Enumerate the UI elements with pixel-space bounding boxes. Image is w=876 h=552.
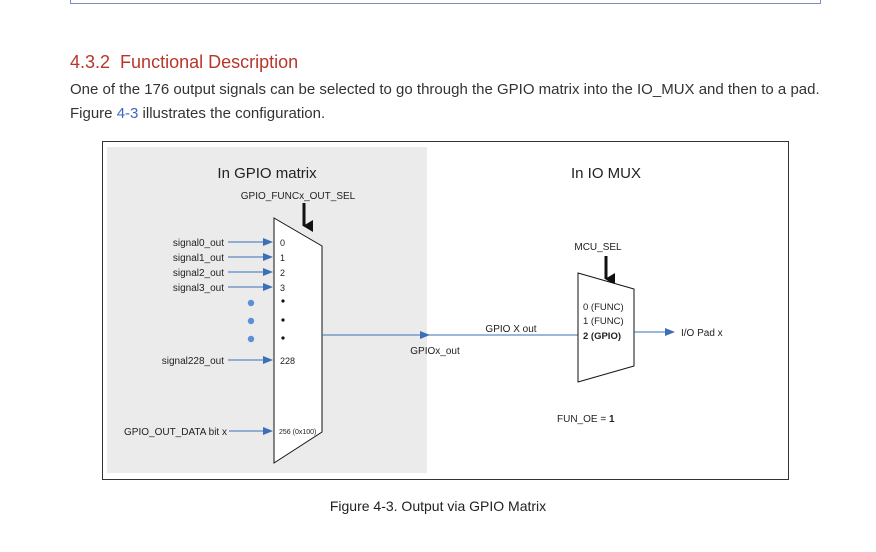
paragraph-text-end: illustrates the configuration. — [138, 105, 326, 122]
fun-oe-value: 1 — [609, 414, 615, 425]
signal0-label: signal0_out — [173, 238, 224, 249]
gpiox-out-label: GPIOx_out — [410, 346, 460, 357]
signal3-label: signal3_out — [173, 283, 224, 294]
mcu-sel-label: MCU_SEL — [574, 242, 622, 253]
figure-caption: Figure 4-3. Output via GPIO Matrix — [329, 498, 547, 514]
index-228: 228 — [280, 356, 295, 366]
section-number: 4.3.2 — [70, 52, 111, 72]
io-mux — [577, 272, 635, 383]
gpio-matrix-mux — [273, 217, 323, 464]
paragraph-text-start: One of the 176 output signals can be sel… — [70, 81, 820, 122]
ellipsis-dot-inner — [281, 299, 285, 303]
section-heading: 4.3.2 Functional Description — [70, 52, 298, 73]
ellipsis-dot — [247, 317, 255, 325]
ellipsis-dot — [247, 335, 255, 343]
index-256: 256 (0x100) — [279, 429, 316, 436]
gpio-matrix-region — [107, 147, 427, 473]
index-0: 0 — [280, 238, 285, 248]
previous-box-border — [70, 0, 821, 4]
io-mux-title: In IO MUX — [571, 165, 641, 182]
gpio-out-data-label: GPIO_OUT_DATA bit x — [124, 427, 227, 438]
body-paragraph: One of the 176 output signals can be sel… — [70, 78, 830, 126]
index-1: 1 — [280, 253, 285, 263]
index-2: 2 — [280, 268, 285, 278]
fun-oe-label: FUN_OE = 1 — [557, 414, 615, 425]
signal228-label: signal228_out — [162, 356, 224, 367]
section-title: Functional Description — [120, 52, 299, 72]
mux-input-0: 0 (FUNC) — [583, 302, 624, 313]
mux-input-2: 2 (GPIO) — [583, 331, 621, 342]
fun-oe-text: FUN_OE = — [557, 414, 609, 425]
figure-frame — [102, 141, 789, 480]
signal1-label: signal1_out — [173, 253, 224, 264]
ellipsis-dot — [247, 299, 255, 307]
ellipsis-dot-inner — [281, 318, 285, 322]
figure-reference-link[interactable]: 4-3 — [116, 105, 139, 122]
gpio-x-out-label: GPIO X out — [485, 324, 536, 335]
gpio-matrix-title: In GPIO matrix — [217, 165, 317, 182]
ellipsis-dot-inner — [281, 336, 285, 340]
index-3: 3 — [280, 283, 285, 293]
signal2-label: signal2_out — [173, 268, 224, 279]
func-sel-label: GPIO_FUNCx_OUT_SEL — [241, 191, 356, 202]
io-pad-label: I/O Pad x — [681, 328, 723, 339]
mux-input-1: 1 (FUNC) — [583, 316, 624, 327]
